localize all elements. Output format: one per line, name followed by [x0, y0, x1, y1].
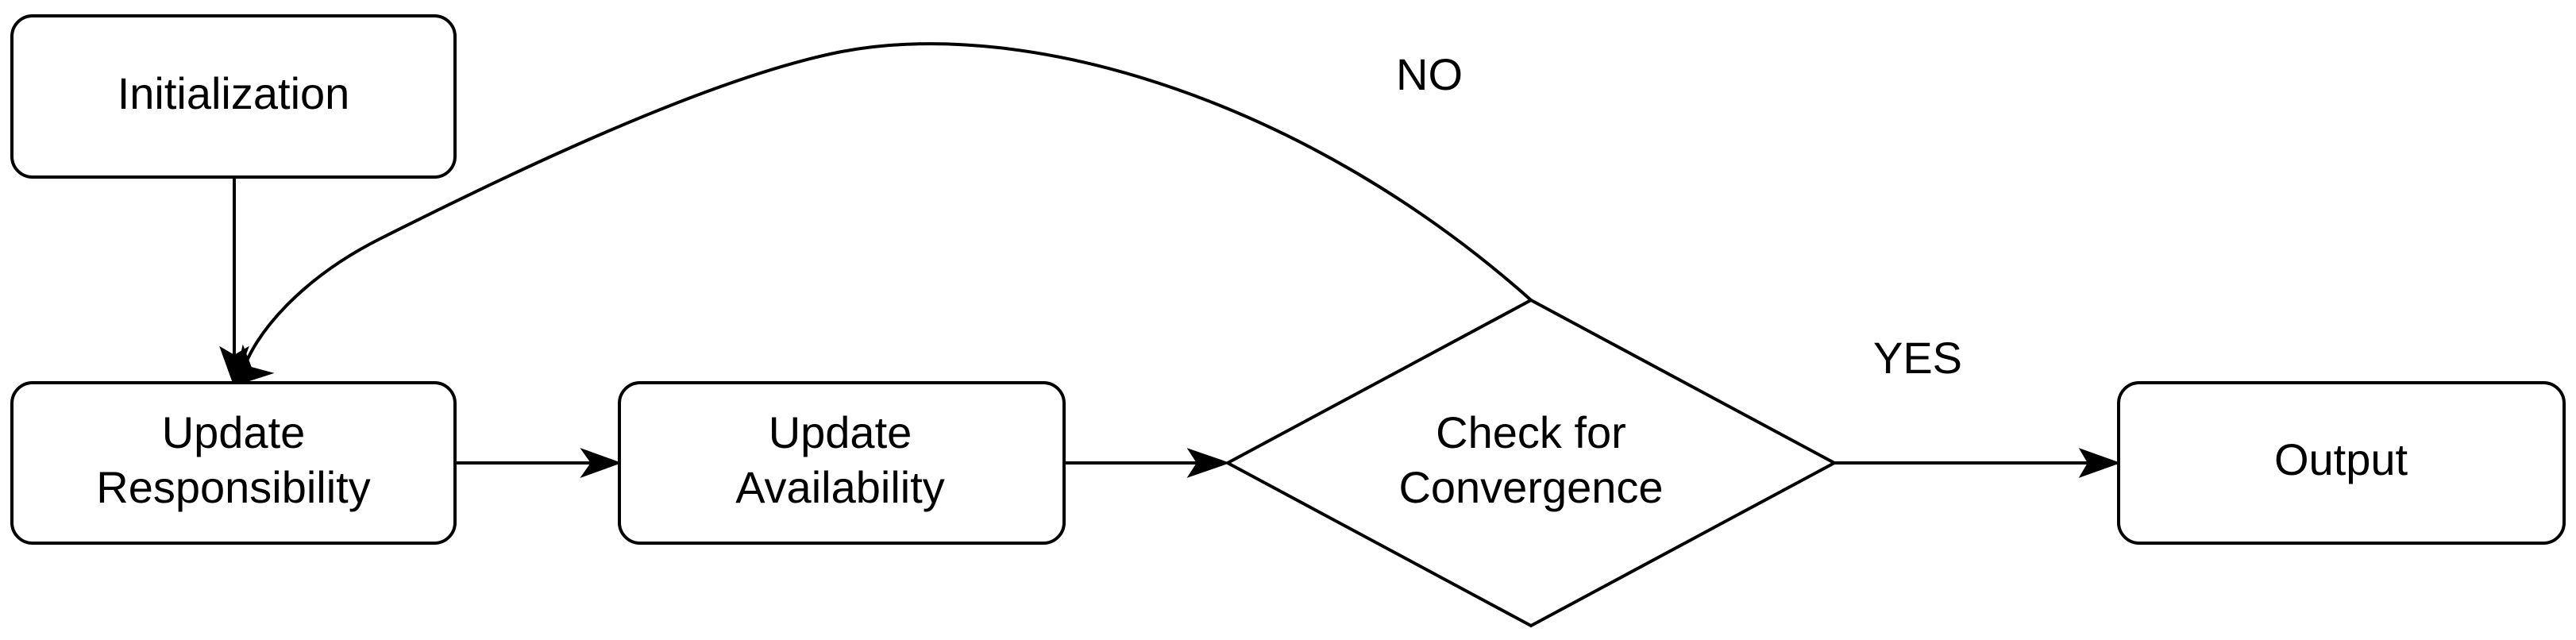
node-output-label: Output [2274, 434, 2408, 484]
node-check-convergence: Check for Convergence [1224, 298, 1838, 628]
node-initialization: Initialization [10, 14, 457, 179]
node-output: Output [2117, 381, 2566, 545]
arrowhead-check-to-output [2078, 448, 2121, 478]
node-update-availability-line1: Update [769, 407, 912, 457]
node-update-responsibility-line2: Responsibility [96, 462, 371, 512]
arrowhead-responsibility-to-availability [580, 447, 622, 479]
node-check-convergence-diamond [1224, 298, 1838, 628]
node-update-responsibility-line1: Update [162, 407, 306, 457]
edges [219, 42, 2121, 479]
node-update-responsibility-box [10, 381, 457, 545]
node-initialization-label: Initialization [118, 68, 350, 118]
edge-label-no: NO [1396, 49, 1463, 99]
arrowhead-check-loop-no [233, 344, 275, 387]
node-output-box [2117, 381, 2566, 545]
node-update-availability-box [618, 381, 1066, 545]
edge-check-loop-no [241, 42, 1533, 374]
node-update-availability-line2: Availability [735, 462, 945, 512]
node-initialization-box [10, 14, 457, 179]
node-check-convergence-line1: Check for [1436, 407, 1626, 457]
node-check-convergence-line2: Convergence [1398, 462, 1663, 512]
arrowhead-availability-to-check [1186, 448, 1231, 478]
edge-label-yes: YES [1873, 333, 1962, 383]
node-update-availability: Update Availability [618, 381, 1066, 545]
node-update-responsibility: Update Responsibility [10, 381, 457, 545]
